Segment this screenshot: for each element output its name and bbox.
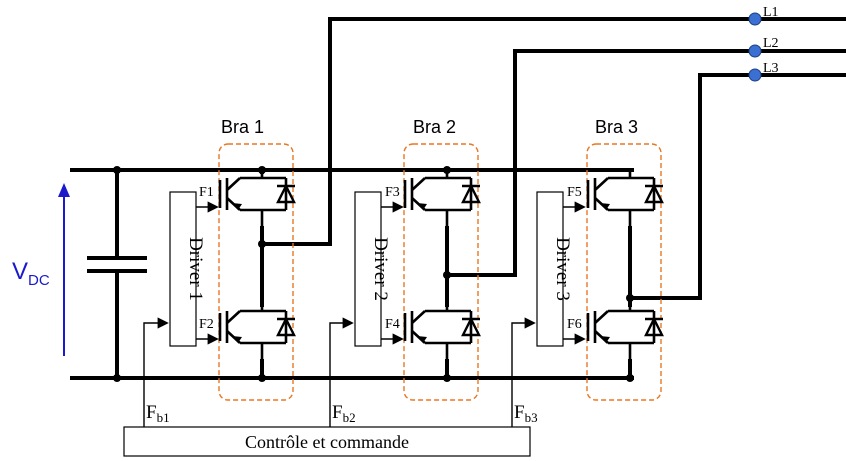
arm-2-label: Bra 2 bbox=[413, 117, 456, 137]
switch-2 bbox=[218, 303, 297, 363]
switch-3 bbox=[403, 170, 482, 230]
vdc-indicator: VDC bbox=[12, 183, 70, 356]
vdc-label: VDC bbox=[12, 258, 50, 289]
phase-label-l1: L1 bbox=[763, 5, 779, 20]
feedback-lines: Fb1 Fb2 Fb3 bbox=[143, 317, 538, 427]
feedback-label-fb3: Fb3 bbox=[514, 402, 538, 425]
driver-1-box bbox=[169, 191, 197, 347]
switch-5 bbox=[586, 170, 665, 230]
driver-3: Driver 3 F5 F6 bbox=[536, 185, 586, 347]
terminal-l3 bbox=[748, 68, 762, 82]
terminal-l1 bbox=[748, 12, 762, 26]
arm-2-outline bbox=[403, 143, 479, 401]
arm-1-label: Bra 1 bbox=[221, 117, 264, 137]
driver-1-label: Driver 1 bbox=[185, 237, 206, 301]
driver-2-label: Driver 2 bbox=[370, 237, 391, 301]
arm-1-outline bbox=[218, 143, 294, 401]
driver-1: Driver 1 F1 F2 bbox=[169, 185, 219, 347]
driver-2: Driver 2 F3 F4 bbox=[354, 185, 404, 347]
driver-3-label: Driver 3 bbox=[552, 237, 573, 301]
arm-2: Bra 2 bbox=[403, 117, 482, 401]
arm-3-outline bbox=[586, 143, 662, 401]
driver-3-box bbox=[536, 191, 564, 347]
gate-label-f2: F2 bbox=[199, 317, 214, 332]
dc-link-capacitor bbox=[87, 166, 147, 382]
control-box bbox=[123, 426, 531, 457]
phase-label-l2: L2 bbox=[763, 36, 779, 51]
gate-label-f6: F6 bbox=[567, 317, 582, 332]
gate-label-f5: F5 bbox=[567, 185, 582, 200]
arm-1: Bra 1 bbox=[218, 117, 297, 401]
control-label: Contrôle et commande bbox=[245, 432, 409, 452]
feedback-label-fb1: Fb1 bbox=[146, 402, 170, 425]
switch-1 bbox=[218, 170, 297, 230]
switch-4 bbox=[403, 303, 482, 363]
phase-label-l3: L3 bbox=[763, 61, 779, 76]
arm-3-label: Bra 3 bbox=[595, 117, 638, 137]
driver-2-box bbox=[354, 191, 382, 347]
gate-label-f4: F4 bbox=[385, 317, 400, 332]
gate-label-f3: F3 bbox=[385, 185, 400, 200]
control-block: Contrôle et commande bbox=[123, 426, 531, 457]
feedback-label-fb2: Fb2 bbox=[332, 402, 356, 425]
terminal-l2 bbox=[748, 44, 762, 58]
arm-3: Bra 3 bbox=[586, 117, 665, 401]
switch-6 bbox=[586, 303, 665, 363]
phase-lines: L1 L2 L3 bbox=[260, 5, 846, 300]
gate-label-f1: F1 bbox=[199, 185, 214, 200]
